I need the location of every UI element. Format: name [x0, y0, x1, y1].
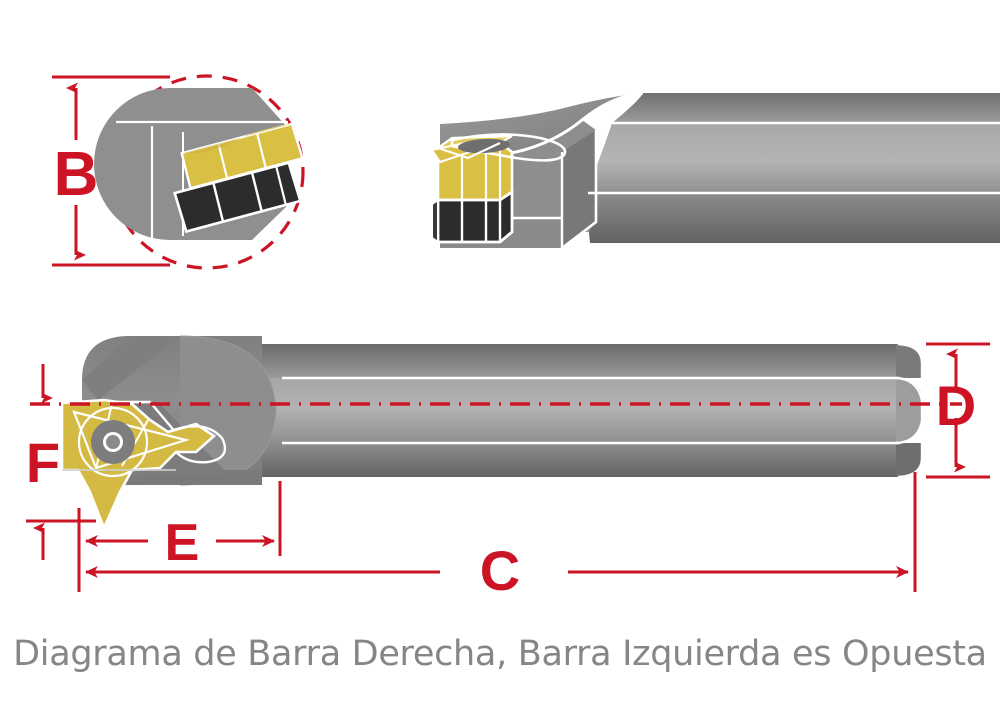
carbide-group [173, 161, 302, 234]
shaft-cap-top [896, 344, 922, 378]
view-side-main [60, 335, 925, 532]
carbide-divider-1 [212, 182, 225, 222]
swing-circle-dashed [109, 74, 305, 270]
carbide-band [173, 161, 302, 234]
dimension-label-c: C [480, 539, 520, 602]
carbide-divider-3 [275, 165, 288, 206]
shaft-cap-bottom [896, 443, 922, 477]
dimension-label-e: E [165, 514, 200, 572]
iso-seat-face [562, 130, 596, 248]
clamp-loop [167, 425, 227, 464]
screw-outer-ring [77, 406, 149, 478]
dimension-label-d: D [936, 374, 976, 437]
shaft-band-bottom [255, 443, 900, 477]
view-isometric [430, 91, 1000, 250]
view-end-b: B [52, 74, 305, 270]
head-round-nose [180, 336, 276, 485]
head-chamfer-top [82, 336, 180, 400]
dimension-annotations: D F E C [26, 342, 990, 602]
insert-triangle-outline [72, 410, 191, 470]
iso-screw-recess [458, 138, 510, 154]
iso-seat-outline [561, 130, 598, 250]
carbide-divider-2 [250, 172, 263, 212]
dimension-label-f: F [26, 431, 60, 494]
screw-hole-inner [106, 435, 120, 449]
iso-bottom-band [585, 193, 1000, 243]
iso-nose-outline [440, 91, 644, 157]
iso-top-face [612, 93, 1000, 123]
shaft-cap-mid-curve [895, 376, 925, 445]
shaft-cap-middle [896, 378, 924, 443]
insert-gold-divider-1 [217, 142, 229, 179]
iso-middle-band [585, 123, 1000, 193]
head-chamfer-bottom [82, 452, 262, 485]
insert-gold-group [180, 122, 305, 190]
insert-gold-band [180, 122, 305, 190]
dimension-label-b: B [54, 140, 99, 209]
shaft-band-middle [255, 378, 900, 443]
figure-caption: Diagrama de Barra Derecha, Barra Izquier… [13, 634, 987, 674]
iso-carbide-side [431, 198, 439, 244]
insert-gold-top-facet [181, 123, 292, 154]
insert-gold-divider-2 [255, 132, 267, 169]
shaft-band-top [255, 344, 900, 378]
iso-insert-vee [437, 142, 501, 160]
